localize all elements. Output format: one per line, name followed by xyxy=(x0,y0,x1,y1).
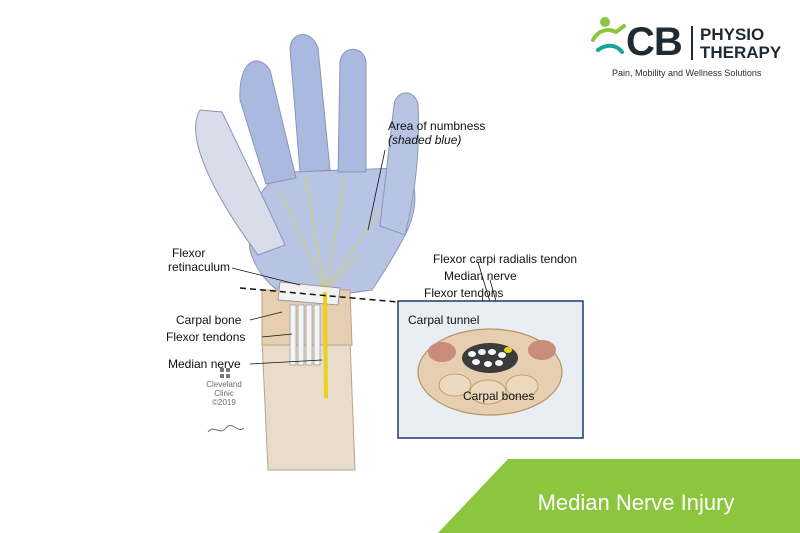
brand-tagline: Pain, Mobility and Wellness Solutions xyxy=(612,68,762,78)
clinic-credit: Cleveland Clinic ©2019 xyxy=(204,380,244,407)
ulnar-muscle xyxy=(528,340,556,360)
little-finger xyxy=(379,92,419,236)
clinic-credit-line3: ©2019 xyxy=(212,398,236,407)
label-flexor-tendons-left: Flexor tendons xyxy=(166,330,246,344)
brand-line1: PHYSIO xyxy=(700,25,765,44)
banner-title: Median Nerve Injury xyxy=(537,490,735,515)
radial-muscle xyxy=(428,342,456,362)
clinic-logo-icon xyxy=(220,368,230,378)
brand-mark: CB xyxy=(626,20,683,64)
label-flexor-tendons-inset: Flexor tendons xyxy=(424,286,504,300)
label-median-nerve-inset: Median nerve xyxy=(444,269,517,283)
middle-finger xyxy=(289,34,331,173)
index-finger xyxy=(239,60,297,185)
cross-section-line xyxy=(239,287,399,303)
cb-logo-mark xyxy=(591,17,626,54)
artist-signature xyxy=(207,424,245,433)
label-carpal-tunnel: Carpal tunnel xyxy=(408,313,480,327)
clinic-credit-line1: Cleveland xyxy=(206,380,242,389)
carpal-tunnel-space xyxy=(462,343,518,373)
brand-line2: THERAPY xyxy=(700,43,782,62)
brand-divider xyxy=(691,26,693,60)
clinic-credit-line2: Clinic xyxy=(214,389,234,398)
label-flexor: Flexor xyxy=(172,246,206,260)
ring-finger xyxy=(337,48,367,173)
label-carpal-bone: Carpal bone xyxy=(176,313,242,327)
median-nerve-branches xyxy=(279,174,381,291)
inset-median-nerve xyxy=(504,347,512,353)
banner-background xyxy=(438,459,800,533)
label-area-of-numbness: Area of numbness xyxy=(388,119,486,133)
label-shaded-blue: (shaded blue) xyxy=(388,133,462,147)
thumb xyxy=(195,109,286,256)
inset-tendons xyxy=(468,349,506,367)
label-median-nerve-left: Median nerve xyxy=(168,357,241,371)
label-fcr-tendon: Flexor carpi radialis tendon xyxy=(433,252,578,266)
label-retinaculum: retinaculum xyxy=(168,260,231,274)
brand-logo: CB PHYSIO THERAPY Pain, Mobility and Wel… xyxy=(588,12,793,84)
flexor-tendons xyxy=(289,304,321,366)
inset-carpal-bones xyxy=(438,373,539,405)
label-carpal-bones: Carpal bones xyxy=(463,389,535,403)
median-nerve xyxy=(323,291,328,399)
